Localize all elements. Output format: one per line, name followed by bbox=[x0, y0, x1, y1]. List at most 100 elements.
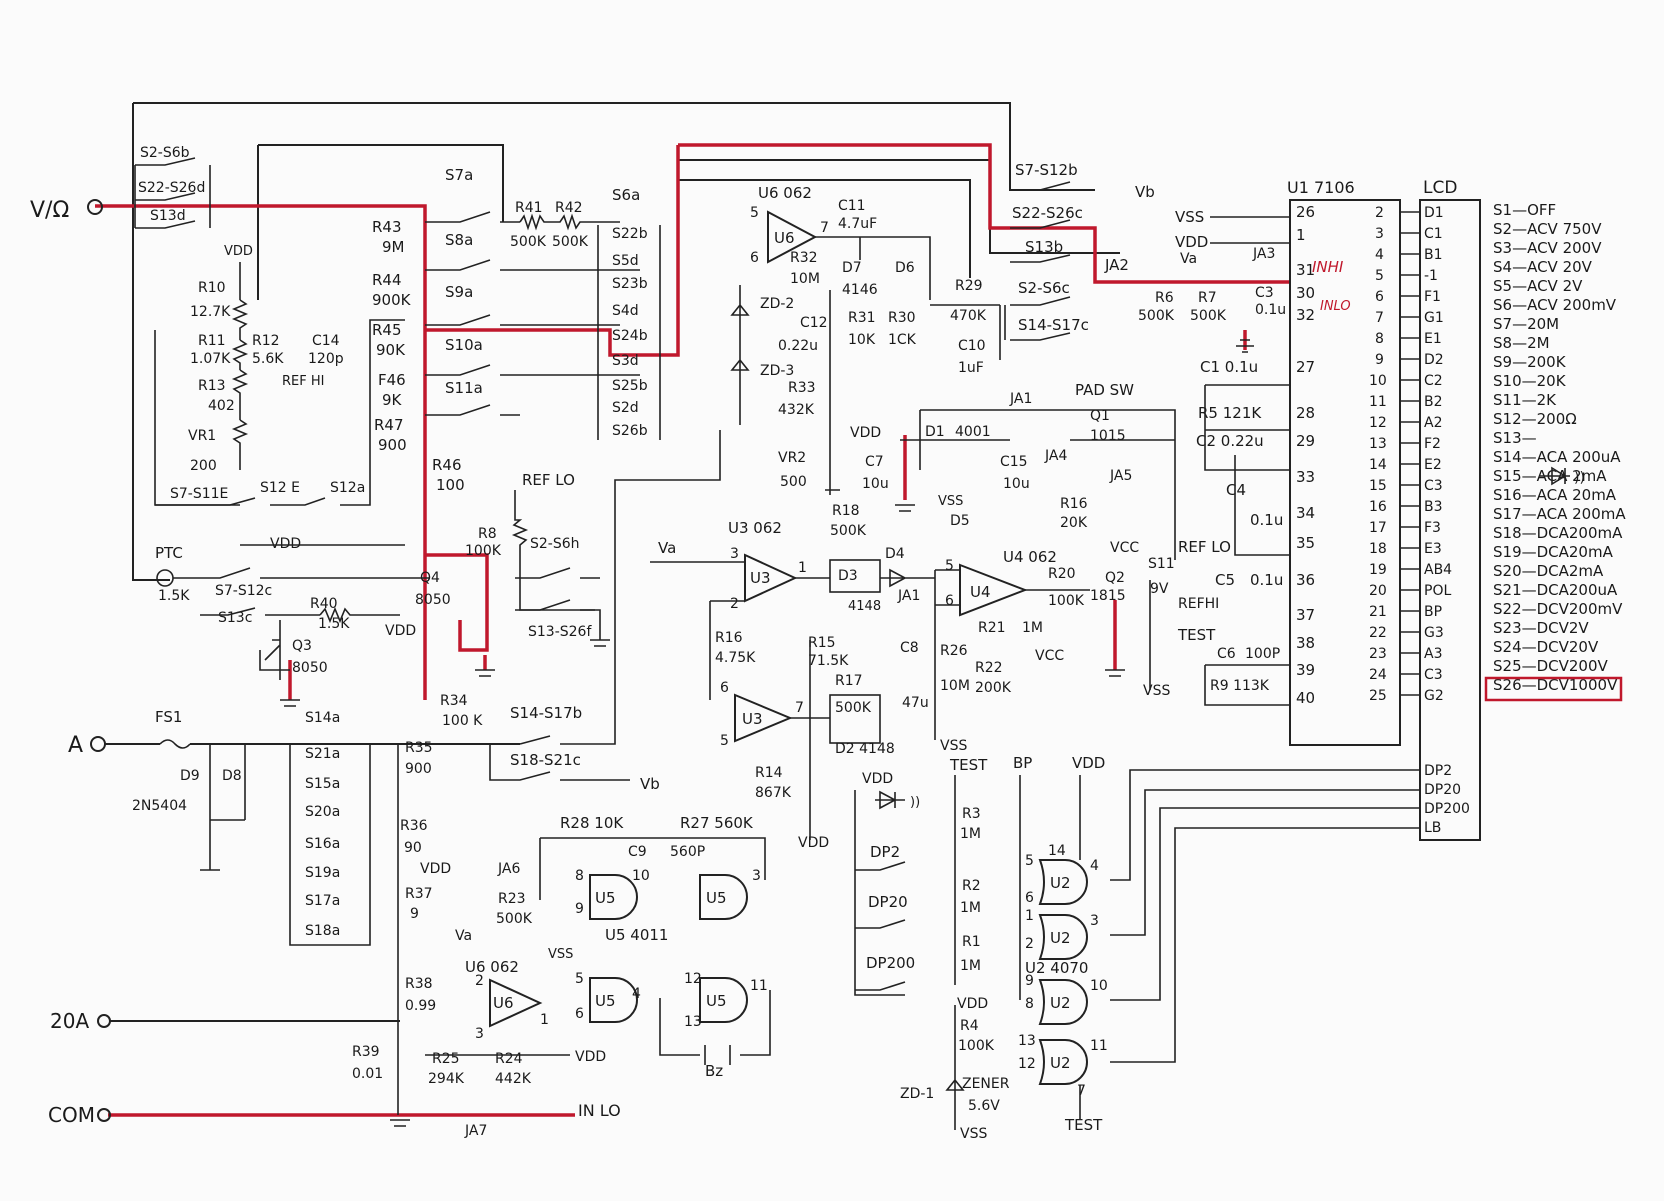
svg-text:ZENER: ZENER bbox=[962, 1076, 1010, 1092]
lcd-connector: LCD D1C1B1-1F1G1E1D2C2B2A2F2E2C3B3F3E3AB… bbox=[1419, 178, 1481, 841]
svg-text:S8a: S8a bbox=[445, 231, 473, 249]
u1-right-pin: 6 bbox=[1375, 289, 1384, 305]
svg-text:D9: D9 bbox=[180, 768, 200, 784]
svg-text:5: 5 bbox=[1025, 853, 1034, 869]
u1-right-pin: 10 bbox=[1369, 373, 1387, 389]
svg-text:S23b: S23b bbox=[612, 276, 648, 292]
switch-legend-item: S22—DCV200mV bbox=[1493, 600, 1623, 618]
svg-text:S7-S11E: S7-S11E bbox=[170, 486, 228, 502]
u1-right-pin: 20 bbox=[1369, 583, 1387, 599]
svg-text:10u: 10u bbox=[1003, 476, 1030, 492]
svg-text:470K: 470K bbox=[950, 308, 987, 324]
svg-text:S11: S11 bbox=[1148, 556, 1175, 572]
lcd-pin: A3 bbox=[1424, 646, 1442, 662]
switch-legend-item: S11—2K bbox=[1493, 391, 1557, 409]
svg-text:500K: 500K bbox=[552, 234, 589, 250]
svg-text:500K: 500K bbox=[1138, 308, 1175, 324]
svg-text:9: 9 bbox=[1025, 973, 1034, 989]
svg-text:10M: 10M bbox=[790, 271, 820, 287]
svg-text:900K: 900K bbox=[372, 291, 412, 309]
svg-text:REF LO: REF LO bbox=[522, 471, 575, 489]
u1-left-pin: 34 bbox=[1296, 504, 1315, 522]
legend-highlight-box bbox=[1484, 676, 1623, 702]
lcd-body bbox=[1419, 199, 1481, 841]
svg-text:R30: R30 bbox=[888, 310, 916, 326]
svg-text:U5: U5 bbox=[595, 889, 616, 907]
highlighted-signal-path bbox=[95, 143, 1295, 1117]
ground-symbols bbox=[280, 339, 1254, 707]
svg-text:1M: 1M bbox=[960, 958, 981, 974]
lcd-pin: -1 bbox=[1424, 268, 1438, 284]
u1-right-pin: 24 bbox=[1369, 667, 1387, 683]
svg-text:10: 10 bbox=[632, 868, 650, 884]
svg-text:Va: Va bbox=[658, 539, 676, 557]
svg-text:U5: U5 bbox=[595, 992, 616, 1010]
svg-text:442K: 442K bbox=[495, 1071, 532, 1087]
svg-text:S22b: S22b bbox=[612, 226, 648, 242]
svg-text:6: 6 bbox=[1025, 890, 1034, 906]
svg-text:VDD: VDD bbox=[862, 771, 893, 787]
svg-text:BP: BP bbox=[1013, 754, 1032, 772]
svg-text:S20a: S20a bbox=[305, 804, 340, 820]
svg-text:100: 100 bbox=[436, 476, 465, 494]
switch-legend-item: S24—DCV20V bbox=[1493, 638, 1599, 656]
u1-left-pin: 35 bbox=[1296, 534, 1315, 552]
svg-text:D3: D3 bbox=[838, 568, 858, 584]
svg-text:S13b: S13b bbox=[1025, 238, 1063, 256]
svg-text:Q2: Q2 bbox=[1105, 570, 1125, 586]
lcd-pin: D1 bbox=[1424, 205, 1444, 221]
svg-text:VDD: VDD bbox=[270, 536, 301, 552]
svg-text:S2-S6b: S2-S6b bbox=[140, 145, 190, 161]
svg-text:REFHI: REFHI bbox=[1178, 596, 1219, 612]
svg-text:1: 1 bbox=[798, 560, 807, 576]
svg-text:2: 2 bbox=[1025, 936, 1034, 952]
u1-right-pin: 13 bbox=[1369, 436, 1387, 452]
svg-text:5: 5 bbox=[720, 733, 729, 749]
svg-text:VCC: VCC bbox=[1110, 540, 1139, 556]
svg-text:10u: 10u bbox=[862, 476, 889, 492]
svg-text:REF LO: REF LO bbox=[1178, 538, 1231, 556]
ja7-label: JA7 bbox=[464, 1123, 487, 1139]
svg-text:9V: 9V bbox=[1150, 581, 1169, 597]
svg-text:C4: C4 bbox=[1226, 481, 1246, 499]
u1-right-pin: 5 bbox=[1375, 268, 1384, 284]
switch-legend-item: S6—ACV 200mV bbox=[1493, 296, 1617, 314]
svg-text:1.5K: 1.5K bbox=[158, 588, 190, 604]
svg-text:9: 9 bbox=[575, 901, 584, 917]
inlo-handwritten: INLO bbox=[1320, 299, 1351, 314]
u1-left-pin: 1 bbox=[1296, 226, 1306, 244]
svg-text:DP2: DP2 bbox=[870, 843, 900, 861]
u1-left-pin: 30 bbox=[1296, 284, 1315, 302]
svg-text:DP200: DP200 bbox=[866, 954, 915, 972]
input-terminals: V/Ω A 20A COM IN LO JA7 bbox=[30, 198, 621, 1139]
svg-text:C11: C11 bbox=[838, 198, 866, 214]
svg-text:9M: 9M bbox=[382, 238, 405, 256]
lcd-pin: POL bbox=[1424, 583, 1451, 599]
svg-text:S10a: S10a bbox=[445, 336, 483, 354]
vohm-jack bbox=[87, 199, 103, 215]
svg-text:20K: 20K bbox=[1060, 515, 1088, 531]
svg-text:S13c: S13c bbox=[218, 610, 252, 626]
lcd-pin: G3 bbox=[1424, 625, 1444, 641]
svg-text:S2d: S2d bbox=[612, 400, 639, 416]
svg-text:47u: 47u bbox=[902, 695, 929, 711]
lcd-dp-pin: LB bbox=[1424, 820, 1441, 836]
svg-text:Q4: Q4 bbox=[420, 570, 440, 586]
lcd-dp-pin: DP20 bbox=[1424, 782, 1461, 798]
svg-text:1015: 1015 bbox=[1090, 428, 1126, 444]
u3-upper bbox=[744, 553, 798, 603]
svg-text:R21: R21 bbox=[978, 620, 1006, 636]
switch-legend-item: S18—DCA200mA bbox=[1493, 524, 1623, 542]
svg-text:JA3: JA3 bbox=[1252, 246, 1275, 262]
svg-text:)): )) bbox=[910, 795, 920, 810]
lcd-pins: D1C1B1-1F1G1E1D2C2B2A2F2E2C3B3F3E3AB4POL… bbox=[1424, 205, 1452, 704]
svg-text:U3: U3 bbox=[750, 569, 771, 587]
svg-text:C14: C14 bbox=[312, 333, 340, 349]
svg-text:S17a: S17a bbox=[305, 893, 340, 909]
svg-text:VSS: VSS bbox=[960, 1126, 987, 1142]
svg-text:VDD: VDD bbox=[1072, 754, 1105, 772]
svg-text:S26b: S26b bbox=[612, 423, 648, 439]
svg-text:S14a: S14a bbox=[305, 710, 340, 726]
svg-text:ZD-3: ZD-3 bbox=[760, 363, 794, 379]
